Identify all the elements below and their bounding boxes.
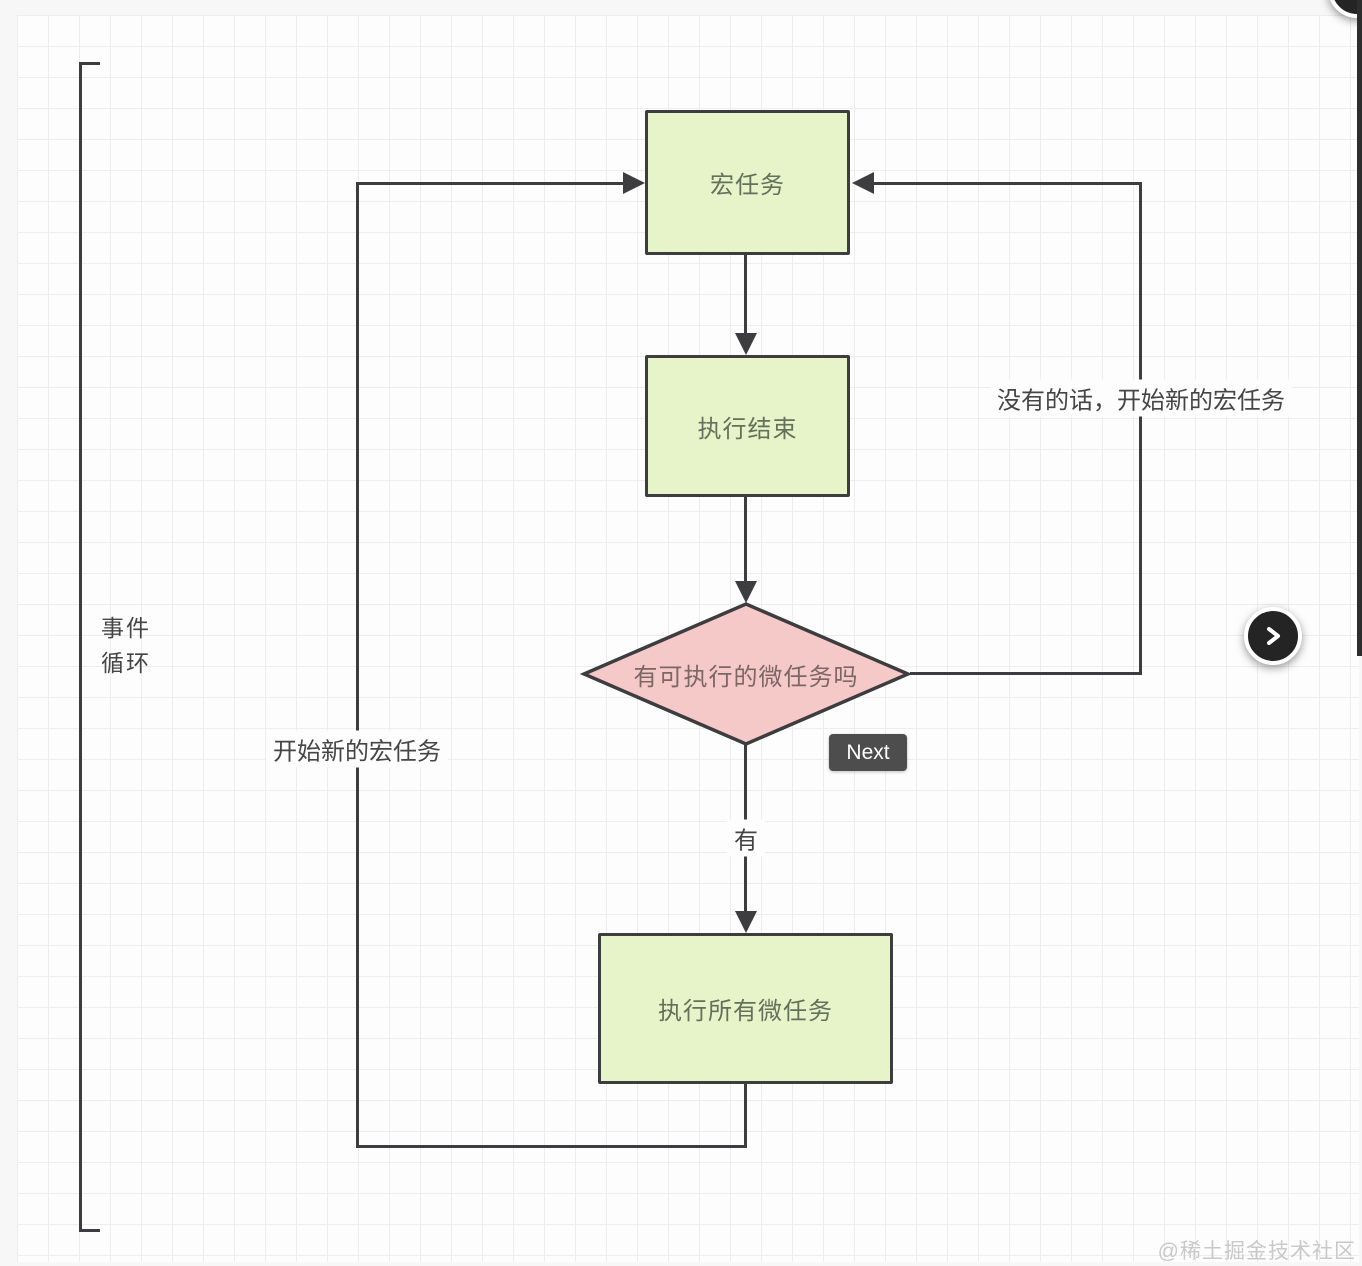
node-execution-end: 执行结束 bbox=[645, 355, 850, 497]
node-execution-end-label: 执行结束 bbox=[697, 415, 798, 443]
next-page-button[interactable] bbox=[1244, 607, 1302, 665]
event-loop-bracket-line bbox=[79, 62, 82, 1232]
edge-right-loop-up bbox=[1139, 182, 1142, 675]
node-has-microtasks: 有可执行的微任务吗 bbox=[579, 600, 913, 748]
arrowhead-macro-to-end bbox=[735, 333, 757, 355]
next-badge-label: Next bbox=[846, 740, 890, 764]
edge-end-to-decision bbox=[744, 497, 747, 582]
node-has-microtasks-label: 有可执行的微任务吗 bbox=[633, 663, 859, 691]
node-run-all-microtasks: 执行所有微任务 bbox=[598, 933, 893, 1084]
arrowhead-left-loop-into-macro bbox=[623, 172, 645, 194]
event-loop-label: 事件 循环 bbox=[101, 611, 151, 681]
edge-left-loop-up bbox=[356, 182, 359, 1148]
event-loop-label-line1: 事件 bbox=[101, 615, 151, 641]
chevron-right-icon bbox=[1267, 627, 1280, 645]
event-loop-label-line2: 循环 bbox=[101, 650, 151, 676]
node-run-all-microtasks-label: 执行所有微任务 bbox=[658, 998, 833, 1025]
node-macro-task-label: 宏任务 bbox=[710, 172, 785, 199]
next-badge[interactable]: Next bbox=[829, 734, 907, 771]
watermark: @稀土掘金技术社区 bbox=[1157, 1240, 1356, 1263]
edge-label-start-new-macro-right: 没有的话，开始新的宏任务 bbox=[990, 379, 1292, 417]
arrowhead-right-loop-into-macro bbox=[852, 172, 874, 194]
edge-left-loop-down bbox=[744, 1084, 747, 1148]
arrowhead-decision-to-run bbox=[735, 911, 757, 933]
edge-label-start-new-macro-left: 开始新的宏任务 bbox=[266, 730, 448, 768]
event-loop-bracket-bottom-tick bbox=[79, 1229, 100, 1232]
edge-label-has: 有 bbox=[727, 819, 765, 857]
event-loop-bracket-top-tick bbox=[79, 62, 100, 65]
node-macro-task: 宏任务 bbox=[645, 110, 850, 255]
edge-right-loop-top bbox=[874, 182, 1141, 185]
diamond-shape bbox=[579, 602, 913, 746]
edge-left-loop-top bbox=[357, 182, 625, 185]
arrowhead-end-to-decision bbox=[735, 581, 757, 603]
edge-macro-to-end bbox=[744, 255, 747, 335]
right-panel-edge bbox=[1357, 0, 1362, 656]
edge-right-loop-out bbox=[910, 672, 1141, 675]
edge-left-loop-bottom bbox=[357, 1145, 747, 1148]
